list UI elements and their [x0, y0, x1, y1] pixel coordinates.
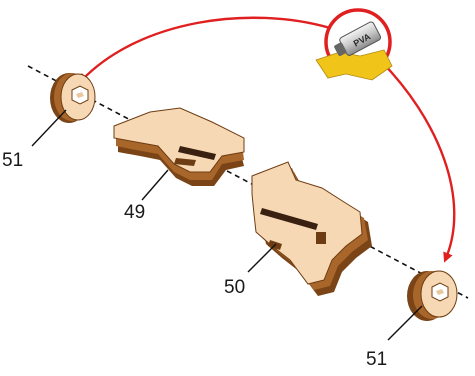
leader-line-50: [247, 243, 277, 273]
part-50: [251, 161, 372, 296]
part-label-left-disc: 51: [2, 150, 23, 171]
leader-line-left-disc: [31, 109, 67, 147]
leader-line-49: [141, 169, 169, 201]
assembly-axis-line: [27, 65, 469, 299]
arrow-to-left-disc: [78, 16, 331, 84]
left-disc-51: [50, 73, 96, 123]
part-label-right-disc: 51: [366, 349, 387, 370]
leader-line-right-disc: [387, 305, 423, 341]
part-49: [113, 107, 245, 186]
part-label-49: 49: [124, 202, 145, 223]
arrow-to-right-disc: [377, 57, 456, 263]
glue-tube-icon: PVA: [315, 8, 393, 81]
right-disc-51: [407, 270, 458, 321]
part-label-50: 50: [224, 277, 245, 298]
